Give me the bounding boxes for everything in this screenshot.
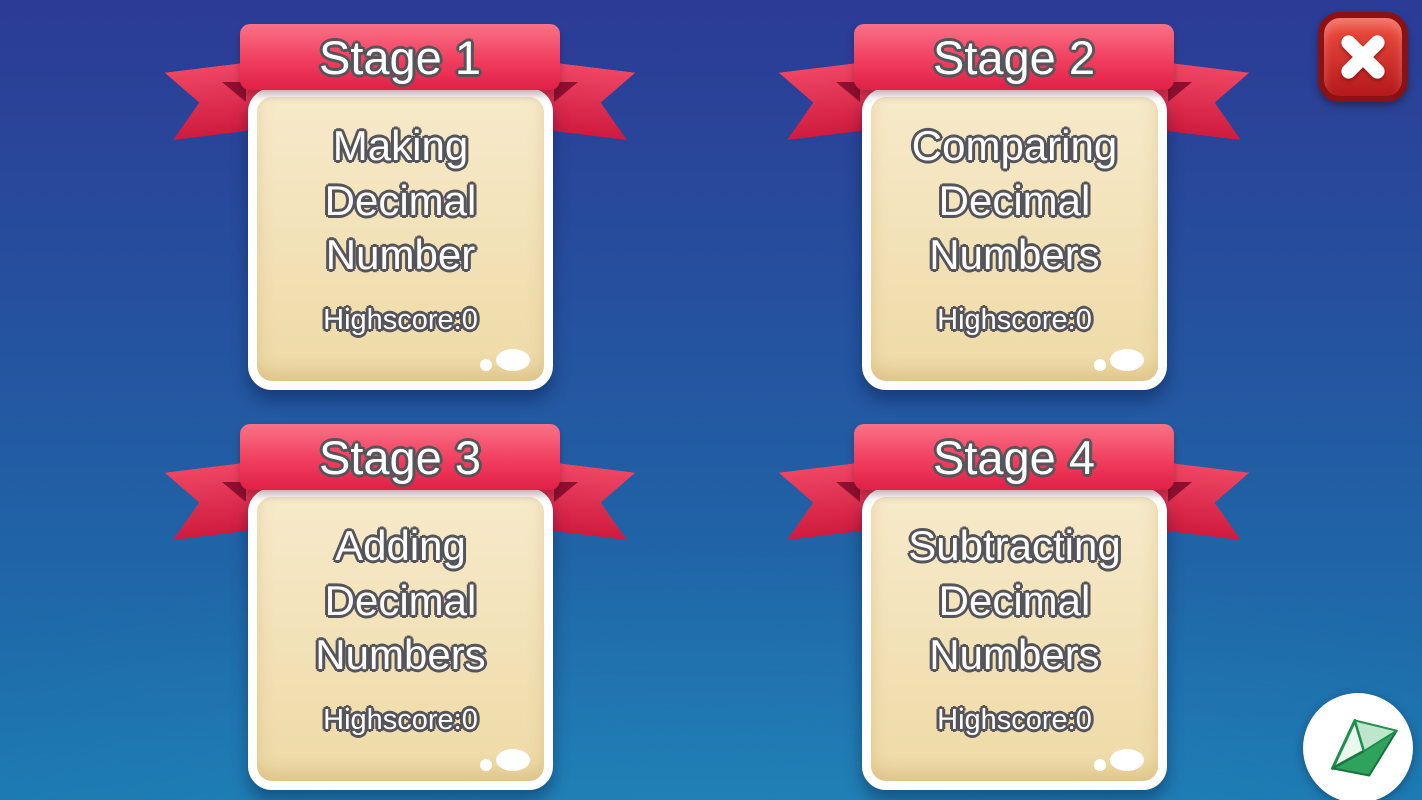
stage-card-body[interactable]: Adding Decimal Numbers Highscore:0 [248, 488, 553, 790]
stage-highscore: Highscore:0 [937, 704, 1092, 736]
bubble-decoration [1094, 359, 1106, 371]
ribbon-label: Stage 2 [932, 30, 1096, 84]
stage-card-body[interactable]: Comparing Decimal Numbers Highscore:0 [862, 88, 1167, 390]
ribbon-label: Stage 4 [932, 430, 1096, 484]
app-logo [1302, 692, 1414, 800]
close-x-stroke [1341, 35, 1385, 79]
close-icon [1341, 35, 1385, 79]
crane-tail [1353, 719, 1398, 753]
bubble-decoration [1110, 349, 1144, 371]
bubble-decoration [496, 349, 530, 371]
stage-title: Making Decimal Number [324, 122, 477, 279]
stage-card-2[interactable]: Comparing Decimal Numbers Highscore:0 St… [774, 18, 1254, 402]
stage-card-body[interactable]: Subtracting Decimal Numbers Highscore:0 [862, 488, 1167, 790]
bubble-decoration [1094, 759, 1106, 771]
stage-highscore: Highscore:0 [323, 704, 478, 736]
stage-card-1[interactable]: Making Decimal Number Highscore:0 Stage … [160, 18, 640, 402]
ribbon-label: Stage 3 [318, 430, 482, 484]
bubble-decoration [480, 359, 492, 371]
stage-highscore: Highscore:0 [323, 304, 478, 336]
stage-title: Comparing Decimal Numbers [911, 122, 1118, 279]
ribbon-label: Stage 1 [318, 30, 482, 84]
ribbon-banner: Stage 3 [240, 424, 560, 490]
bubble-decoration [1110, 749, 1144, 771]
ribbon-banner: Stage 1 [240, 24, 560, 90]
ribbon-banner: Stage 4 [854, 424, 1174, 490]
bubble-decoration [496, 749, 530, 771]
close-button[interactable] [1318, 12, 1408, 102]
stage-card-body[interactable]: Making Decimal Number Highscore:0 [248, 88, 553, 390]
stage-card-4[interactable]: Subtracting Decimal Numbers Highscore:0 … [774, 418, 1254, 800]
stage-highscore: Highscore:0 [937, 304, 1092, 336]
stage-title: Subtracting Decimal Numbers [908, 522, 1121, 679]
stage-title: Adding Decimal Numbers [315, 522, 486, 679]
ribbon-banner: Stage 2 [854, 24, 1174, 90]
origami-crane-icon [1303, 693, 1413, 800]
bubble-decoration [480, 759, 492, 771]
stage-card-3[interactable]: Adding Decimal Numbers Highscore:0 Stage… [160, 418, 640, 800]
